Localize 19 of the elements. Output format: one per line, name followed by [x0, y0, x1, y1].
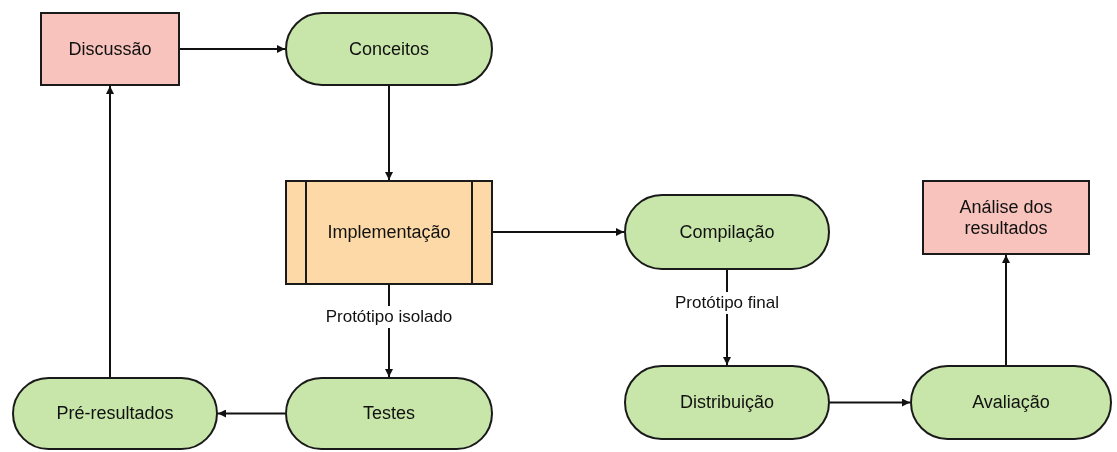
node-label: Conceitos — [347, 38, 430, 60]
arrow — [106, 85, 114, 378]
predefined-process-box — [285, 180, 493, 285]
process-box — [40, 12, 180, 86]
node-label: Análise dos resultados — [958, 196, 1054, 239]
node-label: Avaliação — [971, 392, 1051, 413]
arrow — [179, 45, 286, 53]
node-label: Discussão — [67, 38, 153, 60]
arrow — [829, 398, 911, 407]
node-label: Testes — [362, 403, 416, 424]
arrow — [492, 228, 625, 236]
node-label: Compilação — [678, 221, 776, 243]
arrow — [1002, 254, 1010, 366]
node-label: Implementação — [326, 222, 452, 243]
arrow — [217, 409, 286, 418]
node-label: Distribuição — [678, 392, 775, 413]
node-label: Pré-resultados — [55, 403, 175, 424]
arrow — [385, 85, 393, 181]
process-box — [922, 180, 1090, 255]
